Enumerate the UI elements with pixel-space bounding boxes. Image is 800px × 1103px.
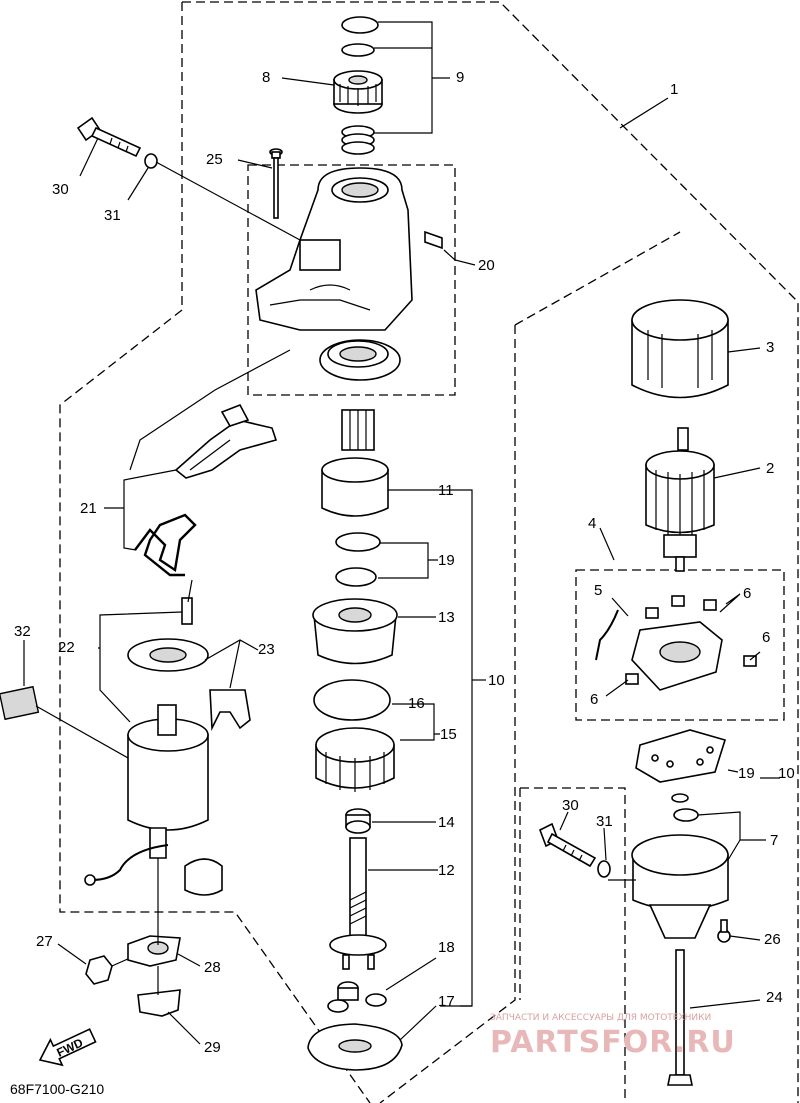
- boundary-group-7: [519, 787, 626, 1103]
- internal-gear-15: [315, 727, 395, 792]
- callout-24: 24: [766, 989, 783, 1006]
- callout-26: 26: [764, 931, 781, 948]
- watermark-logo: PARTSFOR.RU: [490, 1025, 736, 1060]
- callout-18: 18: [438, 939, 455, 956]
- fwd-label: FWD: [54, 1035, 85, 1059]
- boundary-assembly-1: [59, 1, 799, 1103]
- watermark-tagline: ЗАПЧАСТИ И АКСЕССУАРЫ ДЛЯ МОТОТЕХНИКИ: [490, 1013, 711, 1023]
- lever-spring: [134, 513, 197, 577]
- callout-4: 4: [588, 515, 596, 532]
- stop-ring: [341, 16, 379, 34]
- callout-19b: 19: [738, 765, 755, 782]
- bushing-14: [345, 808, 371, 834]
- pinion-gear: [333, 70, 383, 114]
- callout-3: 3: [766, 339, 774, 356]
- yoke-3: [631, 299, 729, 399]
- callout-labels: 1 2 3 4 5 6 6 6 6 7 8 9 10 10 11 12 13 1…: [14, 69, 795, 1056]
- bolt-30-right: [538, 822, 597, 868]
- washer-plate-17: [307, 1023, 403, 1071]
- through-bolt-24: [667, 949, 693, 1086]
- callout-14: 14: [438, 814, 455, 831]
- callout-16: 16: [408, 695, 425, 712]
- callout-17: 17: [438, 993, 455, 1010]
- shift-lever: [174, 403, 278, 479]
- callout-6a: 6: [743, 585, 751, 602]
- nut-27: [85, 955, 113, 985]
- planet-gears-18: [327, 981, 387, 1013]
- bearing-seal: [319, 339, 401, 381]
- callout-31b: 31: [596, 813, 613, 830]
- callout-29: 29: [204, 1039, 221, 1056]
- callout-1: 1: [670, 81, 678, 98]
- bolt-26: [717, 919, 731, 943]
- brush-plate-19: [635, 729, 727, 783]
- clip-19b: [335, 567, 377, 587]
- callout-6c: 6: [590, 691, 598, 708]
- callout-22: 22: [58, 639, 75, 656]
- group-boundaries: [59, 1, 799, 1103]
- pinion-spring: [341, 125, 375, 155]
- callout-32: 32: [14, 623, 31, 640]
- leader-lines: [23, 21, 780, 1045]
- callout-20: 20: [478, 257, 495, 274]
- callout-13: 13: [438, 609, 455, 626]
- clutch-assembly: [321, 409, 389, 517]
- boundary-group-20: [247, 164, 456, 396]
- plunger-cap: [209, 689, 251, 732]
- snap-ring: [341, 43, 375, 57]
- washer-31-top: [144, 153, 158, 169]
- callout-28: 28: [204, 959, 221, 976]
- callout-19: 19: [438, 552, 455, 569]
- callout-27: 27: [36, 933, 53, 950]
- pinion-shaft-12: [329, 837, 387, 970]
- callout-30a: 30: [52, 181, 69, 198]
- solenoid: [84, 597, 209, 886]
- boundary-group-4: [575, 569, 785, 721]
- parts: [0, 16, 757, 1086]
- callout-8: 8: [262, 69, 270, 86]
- starter-housing: [255, 167, 443, 331]
- boot-cover: [184, 858, 223, 896]
- washer-small: [671, 793, 689, 803]
- diagram-code: 68F7100-G210: [10, 1081, 104, 1097]
- boundary-group-10: [379, 231, 681, 1103]
- callout-10b: 10: [778, 765, 795, 782]
- brush-holder-4: [595, 595, 757, 691]
- callout-15: 15: [440, 726, 457, 743]
- callout-9: 9: [456, 69, 464, 86]
- callout-21: 21: [80, 500, 97, 517]
- label-plate-32: [0, 685, 40, 721]
- callout-11: 11: [438, 482, 454, 499]
- bolt-25: [269, 148, 283, 219]
- callout-12: 12: [438, 862, 455, 879]
- callout-10: 10: [488, 672, 505, 689]
- boot-29: [137, 989, 181, 1017]
- bolt-30-top: [76, 116, 142, 158]
- callout-30b: 30: [562, 797, 579, 814]
- gear-case-13: [312, 598, 398, 665]
- callout-7: 7: [770, 832, 778, 849]
- end-cover-7: [631, 808, 729, 939]
- callout-31a: 31: [104, 207, 121, 224]
- terminal-28: [111, 935, 181, 967]
- callout-2: 2: [766, 460, 774, 477]
- washer-31-right: [597, 860, 611, 878]
- callout-5: 5: [594, 582, 602, 599]
- fwd-arrow: [38, 1028, 97, 1067]
- clip-19a: [335, 532, 381, 552]
- callout-25: 25: [206, 151, 223, 168]
- callout-6b: 6: [762, 629, 770, 646]
- callout-23: 23: [258, 641, 275, 658]
- ring-16: [313, 679, 391, 721]
- armature-2: [645, 427, 715, 572]
